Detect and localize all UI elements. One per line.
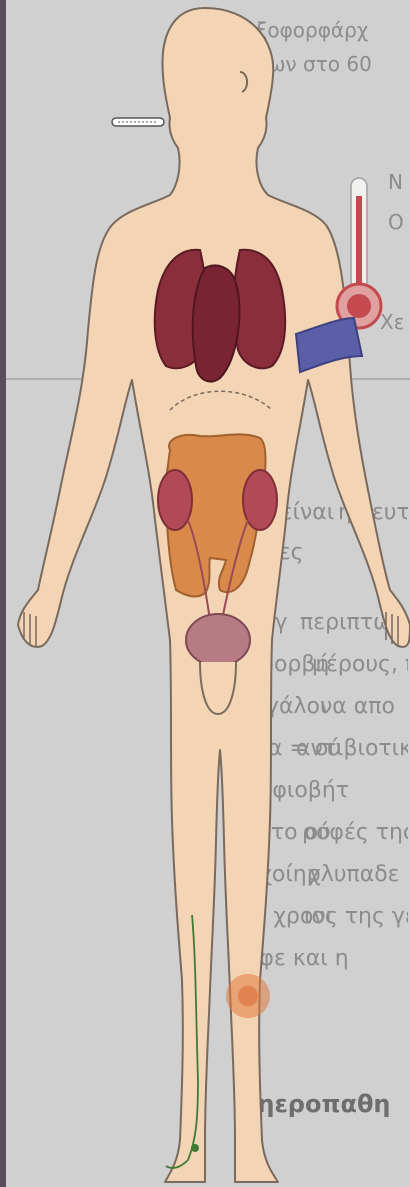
- oral-thermometer-icon: [112, 118, 164, 126]
- lungs-and-heart: [155, 250, 285, 382]
- arm-thermometer-icon: [337, 178, 381, 328]
